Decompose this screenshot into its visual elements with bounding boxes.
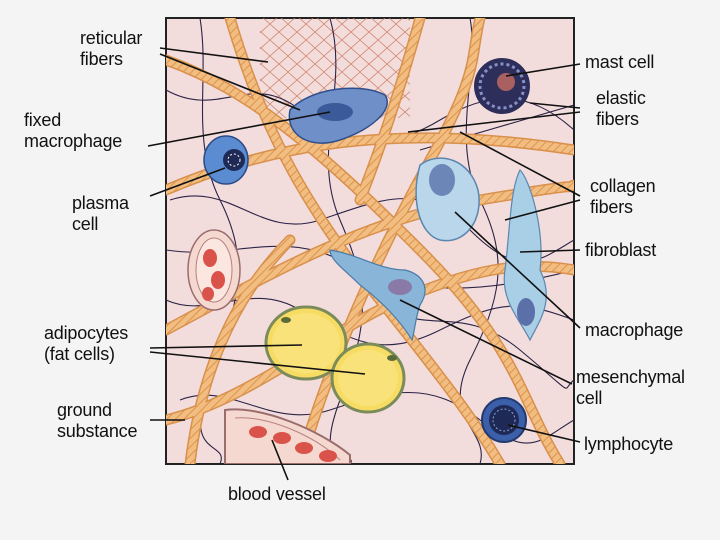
label-collagen-fibers: collagen fibers [590, 176, 656, 217]
label-fibroblast: fibroblast [585, 240, 657, 260]
label-plasma-cell: plasma cell [72, 193, 129, 234]
mast-cell [474, 58, 530, 114]
label-macrophage: macrophage [585, 320, 684, 340]
leader-lines [147, 47, 581, 481]
plasma-cell [203, 135, 249, 185]
label-mast-cell: mast cell [585, 52, 655, 72]
label-lymphocyte: lymphocyte [584, 434, 674, 454]
lymphocyte-cell [481, 397, 527, 443]
label-reticular-fibers: reticular fibers [80, 28, 143, 69]
capillary [187, 229, 241, 311]
label-blood-vessel: blood vessel [228, 484, 326, 504]
label-adipocytes: adipocytes (fat cells) [44, 323, 129, 364]
label-mesenchymal-cell: mesenchymal cell [576, 367, 685, 408]
label-fixed-macrophage: fixed macrophage [24, 110, 123, 151]
fixed-macrophage-cell [288, 87, 388, 144]
label-elastic-fibers: elastic fibers [596, 88, 646, 129]
mesenchymal-cell [329, 249, 426, 342]
adipocytes [264, 305, 406, 414]
blood-vessel [224, 408, 351, 464]
label-ground-substance: ground substance [57, 400, 138, 441]
